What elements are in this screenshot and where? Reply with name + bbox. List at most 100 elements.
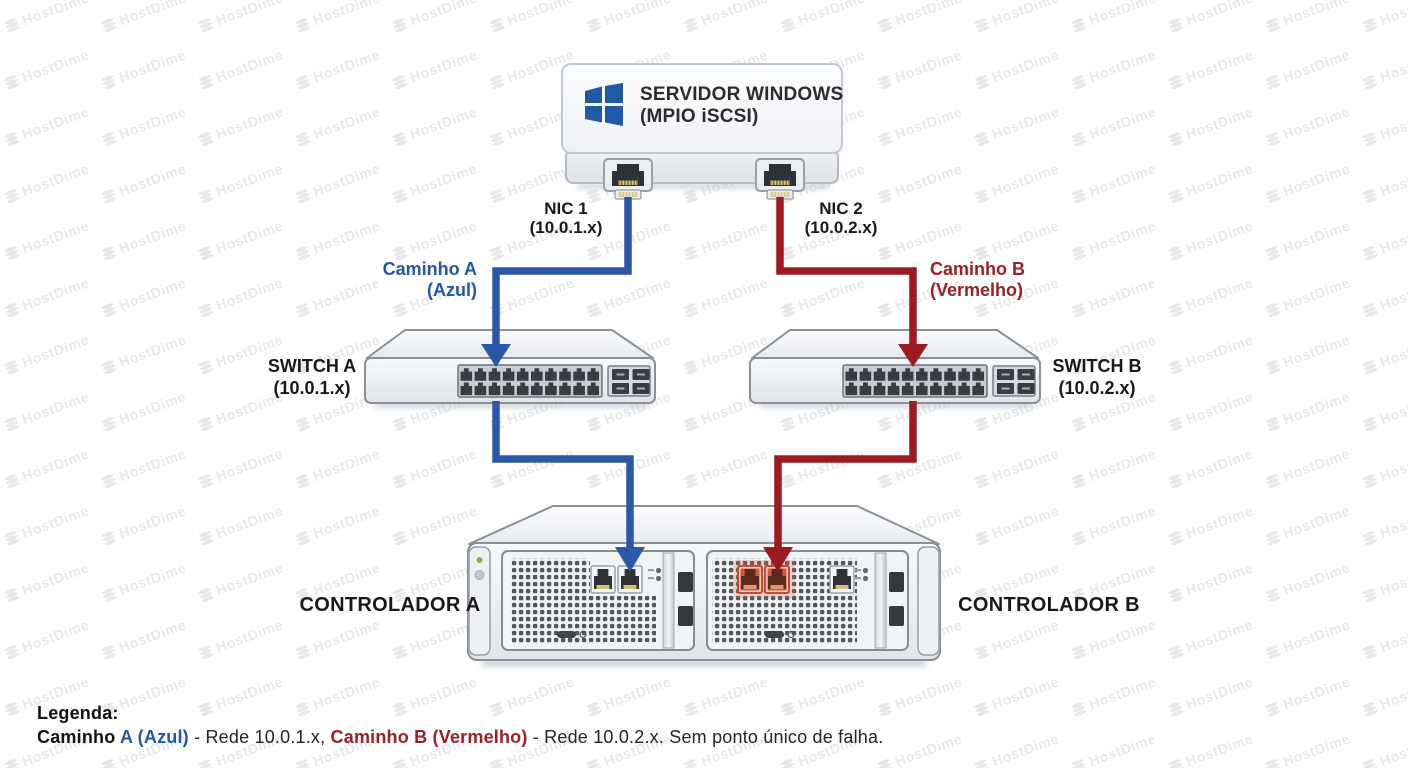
hostdime-logo-icon (780, 302, 796, 317)
switch-port-icon (845, 382, 858, 396)
server-title-line2: (MPIO iSCSI) (640, 105, 759, 127)
hostdime-watermark: HostDime (196, 388, 285, 434)
switch-port-icon (930, 382, 942, 396)
hostdime-logo-icon (877, 188, 893, 203)
server-title-line1: SERVIDOR WINDOWS (640, 84, 844, 105)
hostdime-watermark: HostDime (487, 0, 576, 35)
chassis-button-icon (474, 570, 485, 580)
hostdime-logo-icon (1265, 302, 1281, 317)
rj45-jack-icon (832, 569, 851, 589)
hostdime-watermark: HostDime (584, 730, 673, 768)
hostdime-watermark: HostDime (2, 559, 91, 605)
hostdime-logo-icon (1168, 245, 1184, 260)
hostdime-logo-icon (1071, 245, 1087, 260)
hostdime-logo-icon (683, 245, 699, 260)
hostdime-logo-icon (877, 758, 893, 768)
controller-a-module (501, 550, 695, 651)
hostdime-watermark: HostDime (1360, 160, 1408, 206)
switch-a-name: SWITCH A (267, 356, 357, 376)
hostdime-watermark: HostDime (196, 559, 285, 605)
legend-heading: Legenda: (37, 703, 119, 723)
hostdime-watermark: HostDime (875, 388, 964, 434)
hostdime-logo-icon (1168, 359, 1184, 374)
hostdime-watermark: HostDime (196, 502, 285, 548)
hostdime-watermark: HostDime (1166, 331, 1255, 377)
hostdime-logo-icon (974, 473, 990, 488)
hostdime-logo-icon (295, 473, 311, 488)
hostdime-watermark: HostDime (99, 46, 188, 92)
hostdime-watermark: HostDime (972, 388, 1061, 434)
hostdime-watermark: HostDime (99, 616, 188, 662)
hostdime-watermark: HostDime (778, 673, 867, 719)
sfp-port-slot (1022, 373, 1030, 376)
cable-path-a-upper (492, 197, 632, 346)
hostdime-watermark: HostDime (99, 0, 188, 35)
controller-b-label: CONTROLADOR B (958, 594, 1140, 616)
hostdime-watermark: HostDime (390, 502, 479, 548)
hostdime-logo-icon (392, 587, 408, 602)
hostdime-logo-icon (1362, 644, 1378, 659)
hostdime-watermark: HostDime (293, 274, 382, 320)
hostdime-watermark: HostDime (1166, 445, 1255, 491)
hostdime-logo-icon (877, 701, 893, 716)
hostdime-logo-icon (295, 302, 311, 317)
hostdime-logo-icon (1265, 587, 1281, 602)
hostdime-logo-icon (198, 644, 214, 659)
switch-port-icon (887, 368, 900, 381)
switch-port-icon (460, 368, 473, 381)
hostdime-logo-icon (683, 758, 699, 768)
hostdime-watermark: HostDime (99, 103, 188, 149)
hostdime-watermark: HostDime (681, 0, 770, 35)
windows-logo-icon (585, 83, 623, 126)
hostdime-logo-icon (1265, 758, 1281, 768)
hostdime-watermark: HostDime (1069, 46, 1158, 92)
hostdime-watermark: HostDime (1360, 0, 1408, 35)
switch-port-icon (488, 382, 501, 396)
hostdime-logo-icon (974, 587, 990, 602)
switch-port-icon (587, 368, 600, 381)
hostdime-watermark: HostDime (1069, 616, 1158, 662)
path-b-label: Caminho B (Vermelho) (930, 259, 1100, 301)
path-a-label: Caminho A (Azul) (317, 259, 477, 301)
hostdime-watermark: HostDime (1263, 616, 1352, 662)
cable-path-b-upper (776, 197, 917, 346)
hostdime-watermark: HostDime (1360, 559, 1408, 605)
hostdime-logo-icon (1362, 17, 1378, 32)
hostdime-logo-icon (586, 758, 602, 768)
hostdime-logo-icon (683, 416, 699, 431)
hostdime-watermark: HostDime (875, 46, 964, 92)
hostdime-watermark: HostDime (1166, 0, 1255, 35)
switch-port-icon (516, 382, 529, 396)
hostdime-watermark: HostDime (99, 673, 188, 719)
hostdime-watermark: HostDime (1360, 616, 1408, 662)
hostdime-logo-icon (974, 758, 990, 768)
hostdime-watermark: HostDime (1069, 445, 1158, 491)
hostdime-logo-icon (780, 701, 796, 716)
hostdime-watermark: HostDime (293, 559, 382, 605)
hostdime-watermark: HostDime (1166, 217, 1255, 263)
hostdime-watermark: HostDime (487, 673, 576, 719)
hostdime-watermark: HostDime (1069, 331, 1158, 377)
hostdime-watermark: HostDime (875, 0, 964, 35)
hostdime-logo-icon (295, 74, 311, 89)
hostdime-watermark: HostDime (681, 388, 770, 434)
hostdime-logo-icon (1362, 758, 1378, 768)
hostdime-logo-icon (198, 416, 214, 431)
hostdime-watermark: HostDime (293, 217, 382, 263)
hostdime-watermark: HostDime (1263, 388, 1352, 434)
hostdime-logo-icon (877, 17, 893, 32)
hostdime-logo-icon (1071, 644, 1087, 659)
hostdime-watermark: HostDime (1166, 673, 1255, 719)
cable-path-b-lower (774, 401, 917, 549)
hostdime-logo-icon (295, 131, 311, 146)
hostdime-logo-icon (1265, 473, 1281, 488)
path-a-name: Caminho A (382, 259, 477, 279)
hostdime-watermark: HostDime (293, 0, 382, 35)
hostdime-logo-icon (101, 74, 117, 89)
device-shadows (375, 183, 1032, 667)
hostdime-logo-icon (198, 302, 214, 317)
hostdime-watermark: HostDime (487, 160, 576, 206)
hostdime-logo-icon (1362, 359, 1378, 374)
hostdime-logo-icon (1362, 245, 1378, 260)
hostdime-logo-icon (1265, 17, 1281, 32)
